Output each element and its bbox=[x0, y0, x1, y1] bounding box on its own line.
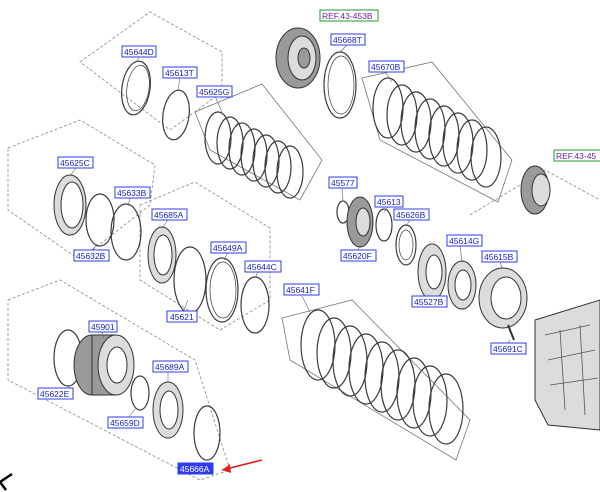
label-text: 45633B bbox=[117, 188, 147, 198]
label-45633B[interactable]: 45633B bbox=[114, 186, 151, 199]
label-45621[interactable]: 45621 bbox=[166, 310, 198, 323]
group-outline-center-mid bbox=[139, 181, 271, 331]
label-45613[interactable]: 45613 bbox=[374, 195, 404, 208]
clutch-disc-stack-45670B bbox=[361, 61, 513, 203]
label-45691C[interactable]: 45691C bbox=[490, 342, 527, 355]
ref-text: REF.43-45 bbox=[556, 151, 596, 161]
snap-ring-45666A bbox=[193, 405, 221, 461]
label-text: 45621 bbox=[170, 312, 194, 322]
clutch-disc-stack-45625G bbox=[194, 83, 323, 201]
label-text: 45622E bbox=[40, 389, 70, 399]
ring-45633B bbox=[110, 203, 142, 261]
label-text: 45670B bbox=[371, 62, 401, 72]
label-text: 45649A bbox=[213, 243, 243, 253]
label-45622E[interactable]: 45622E bbox=[37, 387, 74, 400]
clutch-drum-assembly bbox=[275, 27, 321, 89]
label-45620F[interactable]: 45620F bbox=[340, 249, 377, 262]
label-text: 45668T bbox=[333, 35, 362, 45]
label-text: 45613T bbox=[165, 68, 194, 78]
label-text: 45644C bbox=[247, 262, 277, 272]
label-text: 45527B bbox=[414, 297, 444, 307]
spring-retainer-45685A bbox=[147, 226, 177, 284]
clutch-hub-45901 bbox=[73, 334, 135, 396]
ring-45644C bbox=[240, 276, 270, 334]
label-45577[interactable]: 45577 bbox=[328, 176, 358, 189]
label-text: 45613 bbox=[377, 197, 401, 207]
label-45666A-highlighted[interactable]: 45666A bbox=[177, 462, 214, 475]
orientation-arrow-icon bbox=[0, 472, 13, 491]
ring-45614G bbox=[447, 260, 477, 310]
label-45659D[interactable]: 45659D bbox=[107, 416, 144, 429]
ring-45659D bbox=[130, 375, 150, 411]
label-45615B[interactable]: 45615B bbox=[481, 250, 518, 263]
label-45649A[interactable]: 45649A bbox=[210, 241, 247, 254]
clutch-disc-stack-45641F bbox=[281, 299, 471, 461]
label-text: 45641F bbox=[286, 285, 315, 295]
transmission-case bbox=[534, 299, 600, 431]
label-text: 45901 bbox=[91, 322, 115, 332]
label-text: 45666A bbox=[180, 464, 210, 474]
label-text: 45644D bbox=[124, 47, 154, 57]
label-text: 45620F bbox=[343, 251, 372, 261]
ref-label-43-453B[interactable]: REF.43-453B bbox=[319, 9, 379, 22]
ref-text: REF.43-453B bbox=[322, 11, 373, 21]
label-45632B[interactable]: 45632B bbox=[73, 249, 110, 262]
label-text: 45614G bbox=[449, 236, 479, 246]
ring-45649A bbox=[205, 257, 239, 323]
label-text: 45691C bbox=[493, 344, 523, 354]
carrier-45615B bbox=[478, 267, 528, 329]
label-text: 45659D bbox=[110, 418, 140, 428]
label-45644C[interactable]: 45644C bbox=[244, 260, 282, 273]
label-45644D[interactable]: 45644D bbox=[121, 45, 157, 58]
label-text: 45625C bbox=[60, 158, 90, 168]
label-45614G[interactable]: 45614G bbox=[446, 234, 483, 247]
label-45670B[interactable]: 45670B bbox=[368, 60, 405, 73]
label-text: 45615B bbox=[484, 252, 514, 262]
label-45527B[interactable]: 45527B bbox=[411, 295, 448, 308]
label-text: 45625G bbox=[199, 87, 229, 97]
ring-45632B bbox=[85, 193, 115, 247]
pin-45691C bbox=[507, 324, 515, 341]
snap-ring-45644D bbox=[121, 60, 151, 116]
retainer-45689A bbox=[152, 381, 184, 439]
ref-gear-right bbox=[520, 165, 551, 215]
label-45625C[interactable]: 45625C bbox=[57, 156, 94, 169]
label-text: 45577 bbox=[331, 178, 355, 188]
label-45668T[interactable]: 45668T bbox=[330, 33, 366, 46]
ring-45613 bbox=[375, 208, 393, 242]
label-45901[interactable]: 45901 bbox=[88, 320, 118, 333]
label-text: 45689A bbox=[155, 362, 185, 372]
ring-45668T bbox=[323, 51, 357, 119]
ring-45621 bbox=[173, 246, 207, 314]
red-arrow-indicator bbox=[221, 459, 263, 473]
group-outline-bottom-left bbox=[7, 279, 231, 481]
label-45685A[interactable]: 45685A bbox=[151, 208, 188, 221]
piston-45625C bbox=[53, 174, 87, 236]
bearing-45626B bbox=[395, 224, 417, 266]
label-45689A[interactable]: 45689A bbox=[152, 360, 189, 373]
hub-45620F bbox=[346, 196, 374, 248]
group-outline-right bbox=[469, 169, 600, 216]
label-45626B[interactable]: 45626B bbox=[393, 208, 430, 221]
ref-label-43-45[interactable]: REF.43-45 bbox=[553, 149, 600, 162]
group-outline-top-left bbox=[79, 11, 223, 131]
label-text: 45626B bbox=[396, 210, 426, 220]
label-45641F[interactable]: 45641F bbox=[283, 283, 320, 296]
label-text: 45632B bbox=[76, 251, 106, 261]
label-45625G[interactable]: 45625G bbox=[196, 85, 233, 98]
label-45613T[interactable]: 45613T bbox=[162, 66, 198, 79]
ring-45613T bbox=[162, 89, 190, 141]
plate-45527B bbox=[417, 243, 447, 301]
group-outline-left-mid bbox=[7, 119, 156, 261]
label-text: 45685A bbox=[154, 210, 184, 220]
